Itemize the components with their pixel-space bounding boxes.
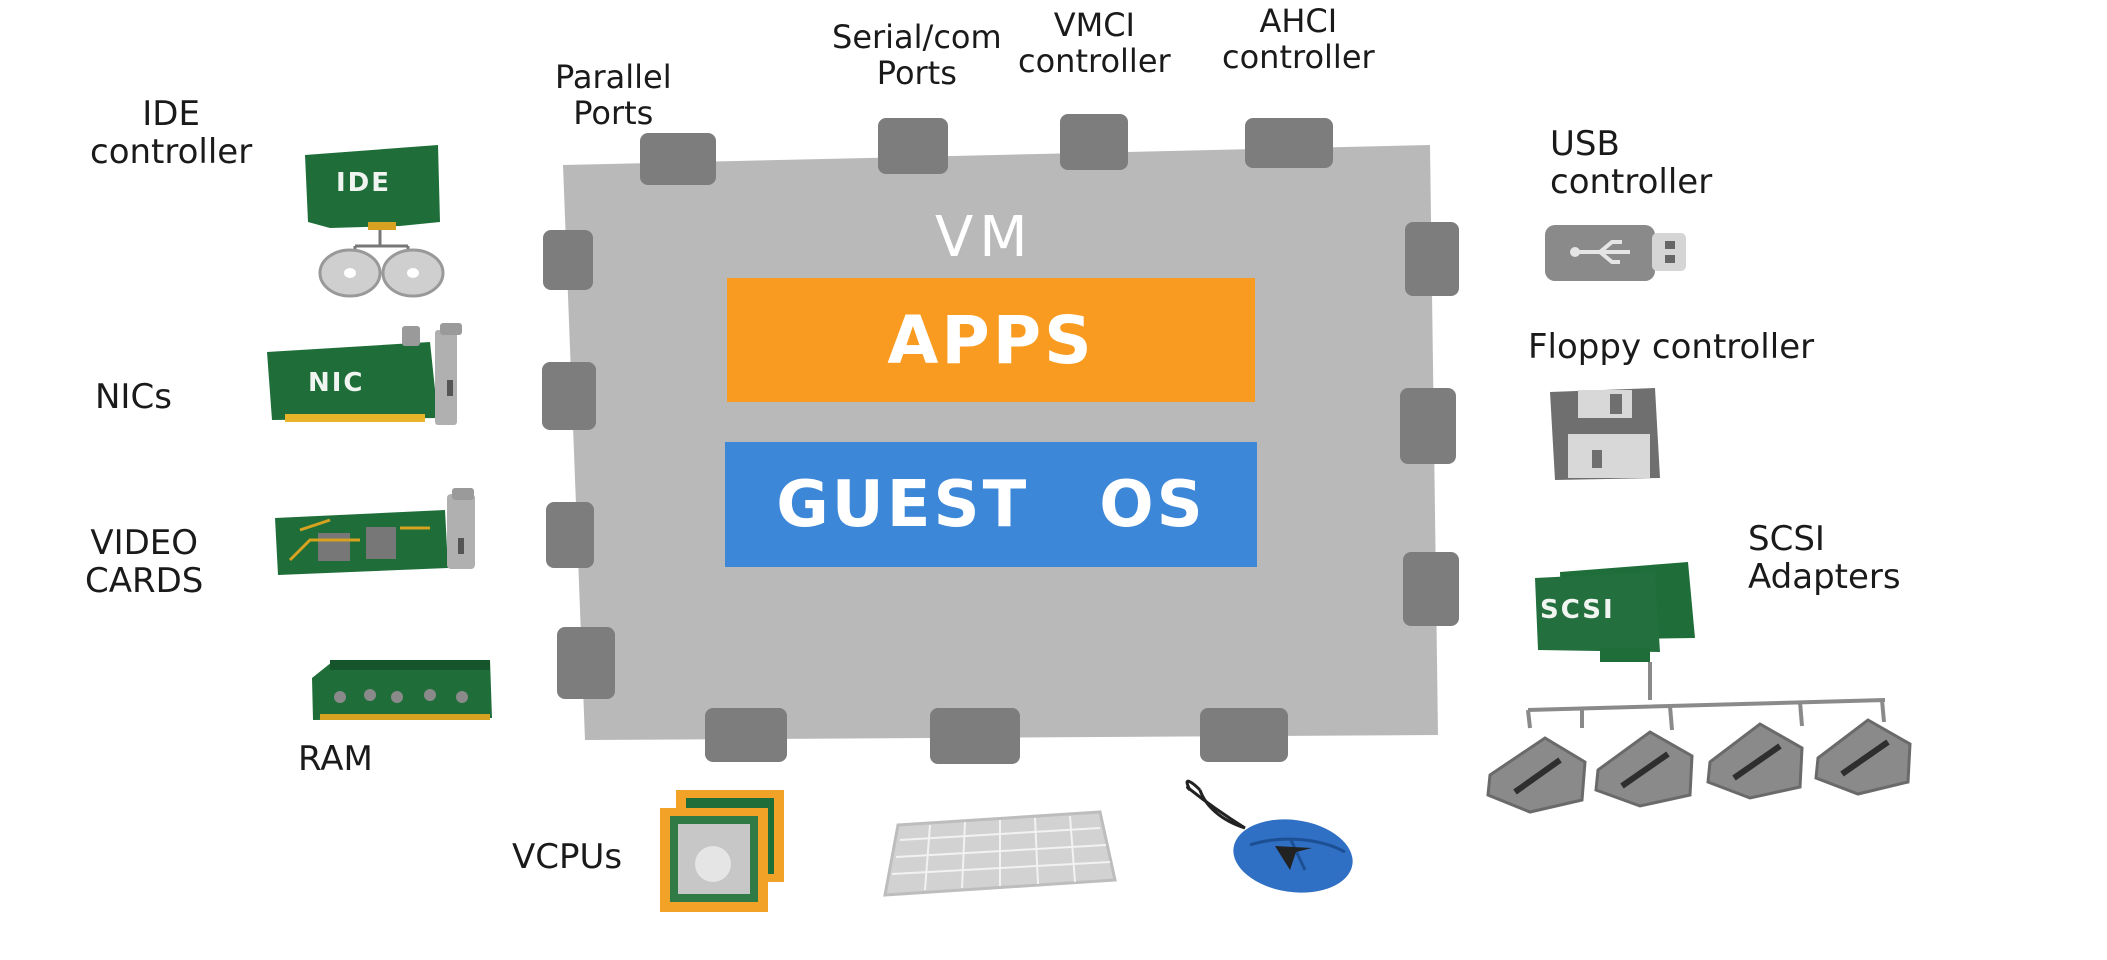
scsi-adapters-label: SCSI Adapters [1748,519,1901,598]
bottom-port-2 [930,708,1020,764]
usb-stick-icon [1545,225,1686,281]
apps-layer: APPS [727,278,1255,402]
ram-module-icon [312,660,492,720]
usb-controller-label: USB controller [1550,124,1713,203]
nics-label: NICs [95,377,172,417]
vmci-controller-label: VMCI controller [1018,6,1171,80]
left-port-1 [543,230,593,290]
guest-os-label-1: GUEST [776,467,1030,542]
ahci-slot [1245,118,1333,168]
bottom-port-3 [1200,708,1288,762]
guest-os-layer: GUEST OS [725,442,1257,567]
serial-port-slot [878,118,948,174]
vcpus-label: VCPUs [512,837,623,877]
ide-controller-label: IDE controller [90,94,253,173]
floppy-disk-icon [1550,388,1660,480]
nic-card [267,323,462,425]
right-port-3 [1403,552,1459,626]
keyboard-icon [883,810,1117,897]
video-card [275,488,475,575]
ide-card-text: IDE [336,168,392,198]
mouse-icon [1185,779,1353,893]
vmci-slot [1060,114,1128,170]
ahci-controller-label: AHCI controller [1222,2,1375,76]
apps-label: APPS [887,301,1095,379]
parallel-port-slot [640,133,716,185]
right-port-2 [1400,388,1456,464]
scsi-card-text: SCSI [1540,595,1615,625]
video-cards-label: VIDEO CARDS [85,523,204,602]
left-port-3 [546,502,594,568]
serial-com-ports-label: Serial/com Ports [832,18,1002,92]
left-port-2 [542,362,596,430]
ide-card [305,145,440,228]
vcpu-chip-icon [660,790,784,912]
floppy-controller-label: Floppy controller [1528,327,1815,367]
left-port-4 [557,627,615,699]
bottom-port-1 [705,708,787,762]
vm-title: VM [935,205,1034,270]
ram-label: RAM [298,739,373,779]
cd-disc-icon [318,248,445,298]
parallel-ports-label: Parallel Ports [555,58,672,132]
ide-cable-icon [353,230,410,258]
scsi-bus-connector [1526,662,1886,731]
scsi-card [1535,562,1695,662]
right-port-1 [1405,222,1459,296]
guest-os-label-2: OS [1099,467,1206,542]
nic-card-text: NIC [308,368,365,398]
